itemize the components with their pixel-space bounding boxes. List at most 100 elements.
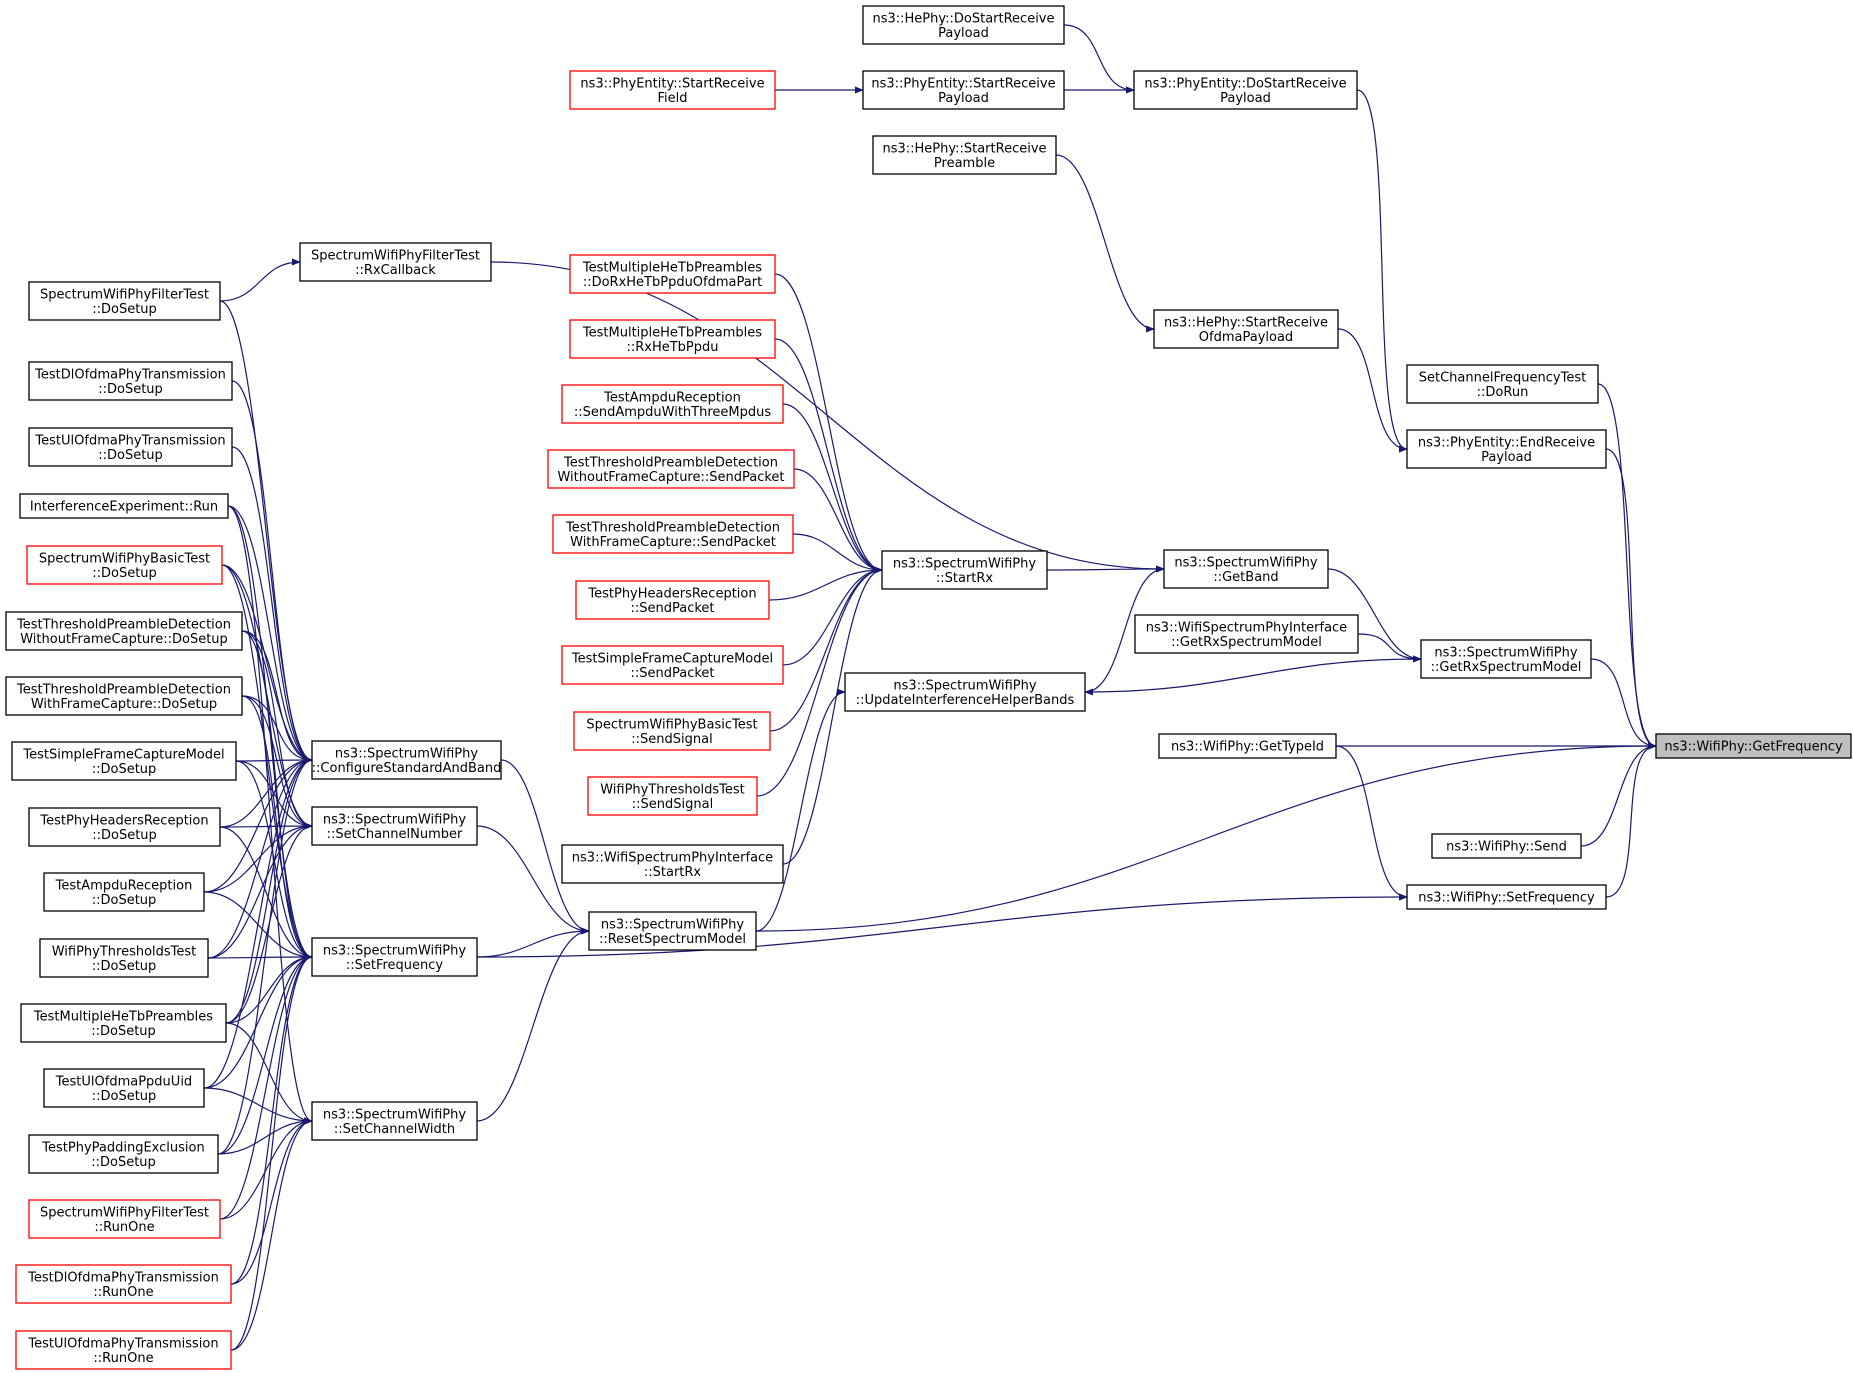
graph-node-t_tpdw_send[interactable]: TestThresholdPreambleDetectionWithFrameC…: [552, 514, 794, 554]
graph-node-chanfreq[interactable]: SetChannelFrequencyTest::DoRun: [1406, 364, 1599, 404]
graph-node-l_tpdw_dosetup[interactable]: TestThresholdPreambleDetectionWithFrameC…: [5, 676, 243, 716]
graph-node-l_tul_dosetup[interactable]: TestUlOfdmaPhyTransmission::DoSetup: [28, 427, 233, 467]
graph-node-l_phr_dosetup[interactable]: TestPhyHeadersReception::DoSetup: [28, 807, 221, 847]
graph-node-t_swpb_sendsig[interactable]: SpectrumWifiPhyBasicTest::SendSignal: [573, 711, 771, 751]
graph-node-l_tppe_dosetup[interactable]: TestPhyPaddingExclusion::DoSetup: [28, 1134, 219, 1174]
graph-node-send[interactable]: ns3::WifiPhy::Send: [1431, 833, 1582, 859]
graph-node-getfreq: ns3::WifiPhy::GetFrequency: [1655, 733, 1852, 759]
node-label-line: ns3::SpectrumWifiPhy: [323, 943, 466, 958]
node-layer: ns3::WifiPhy::GetFrequency SetChannelFreq…: [5, 5, 1852, 1370]
node-box: [569, 254, 776, 294]
call-edge-getband-to-getrxsm: [1327, 568, 1422, 663]
graph-node-gettypeid[interactable]: ns3::WifiPhy::GetTypeId: [1158, 733, 1337, 759]
graph-node-startrx[interactable]: ns3::SpectrumWifiPhy::StartRx: [881, 550, 1048, 590]
node-label-line: ::DoSetup: [91, 1024, 156, 1039]
graph-node-swpft_rxcb[interactable]: SpectrumWifiPhyFilterTest::RxCallback: [299, 242, 492, 282]
node-box: [547, 449, 795, 489]
graph-node-wspigetrx[interactable]: ns3::WifiSpectrumPhyInterface::GetRxSpec…: [1134, 614, 1359, 654]
node-label-line: ns3::WifiSpectrumPhyInterface: [572, 850, 773, 865]
node-label-line: ::DoSetup: [91, 1155, 156, 1170]
graph-node-getband[interactable]: ns3::SpectrumWifiPhy::GetBand: [1163, 549, 1329, 589]
graph-node-setfreqs[interactable]: ns3::SpectrumWifiPhy::SetFrequency: [311, 937, 478, 977]
graph-node-l_tdl_dosetup[interactable]: TestDlOfdmaPhyTransmission::DoSetup: [28, 361, 233, 401]
node-box: [311, 806, 478, 846]
node-label-line: TestDlOfdmaPhyTransmission: [27, 1270, 219, 1285]
graph-node-t_tpdwo_send[interactable]: TestThresholdPreambleDetectionWithoutFra…: [547, 449, 795, 489]
graph-node-l_swpft_dosetup[interactable]: SpectrumWifiPhyFilterTest::DoSetup: [28, 281, 221, 321]
node-label-line: WithFrameCapture::DoSetup: [31, 697, 217, 712]
node-label-line: ns3::SpectrumWifiPhy: [893, 556, 1036, 571]
graph-node-setchwidth[interactable]: ns3::SpectrumWifiPhy::SetChannelWidth: [311, 1101, 478, 1141]
node-label-line: SpectrumWifiPhyBasicTest: [39, 551, 210, 566]
node-label-line: ::GetRxSpectrumModel: [1431, 660, 1582, 675]
node-label-line: ns3::SpectrumWifiPhy: [601, 917, 744, 932]
call-edge-l_tpdw_dosetup-to-setfreqs: [241, 695, 313, 961]
graph-node-l_swpft_runone[interactable]: SpectrumWifiPhyFilterTest::RunOne: [28, 1199, 221, 1239]
graph-node-l_tul_runone[interactable]: TestUlOfdmaPhyTransmission::RunOne: [15, 1330, 232, 1370]
node-label-line: ::StartRx: [644, 865, 702, 880]
graph-node-updint[interactable]: ns3::SpectrumWifiPhy::UpdateInterference…: [844, 672, 1086, 712]
call-edge-l_tppe_dosetup-to-setfreqs: [217, 953, 313, 1155]
node-label-line: ns3::SpectrumWifiPhy: [323, 812, 466, 827]
call-edge-wspigetrx-to-getrxsm: [1357, 633, 1422, 663]
call-edge-l_tulppdu_dosetup-to-setchwidth: [203, 1087, 313, 1125]
node-label-line: TestDlOfdmaPhyTransmission: [34, 367, 226, 382]
node-box: [588, 911, 757, 951]
graph-node-l_tpdwo_dosetup[interactable]: TestThresholdPreambleDetectionWithoutFra…: [5, 611, 243, 651]
node-label-line: SetChannelFrequencyTest: [1419, 370, 1586, 385]
graph-node-configstd[interactable]: ns3::SpectrumWifiPhy::ConfigureStandardA…: [311, 740, 502, 780]
graph-node-l_ampdu_dosetup[interactable]: TestAmpduReception::DoSetup: [43, 872, 205, 912]
node-label-line: TestSimpleFrameCaptureModel: [22, 747, 224, 762]
graph-node-getrxsm[interactable]: ns3::SpectrumWifiPhy::GetRxSpectrumModel: [1420, 639, 1592, 679]
graph-node-resetsm[interactable]: ns3::SpectrumWifiPhy::ResetSpectrumModel: [588, 911, 757, 951]
node-box: [28, 361, 233, 401]
node-label-line: ::UpdateInterferenceHelperBands: [856, 693, 1075, 708]
graph-node-setfreqwp[interactable]: ns3::WifiPhy::SetFrequency: [1406, 884, 1607, 910]
call-edge-l_interf-to-configstd: [227, 505, 313, 764]
graph-node-t_dorxhetb[interactable]: TestMultipleHeTbPreambles::DoRxHeTbPpduO…: [569, 254, 776, 294]
graph-node-l_wpt_dosetup[interactable]: WifiPhyThresholdsTest::DoSetup: [39, 938, 209, 978]
call-edge-setfreqs-to-setfreqwp: [476, 893, 1408, 958]
graph-node-t_rxhetb[interactable]: TestMultipleHeTbPreambles::RxHeTbPpdu: [569, 319, 776, 359]
graph-node-l_swpbt_dosetup[interactable]: SpectrumWifiPhyBasicTest::DoSetup: [26, 545, 223, 585]
graph-node-l_tulppdu_dosetup[interactable]: TestUlOfdmaPpduUid::DoSetup: [43, 1068, 205, 1108]
graph-node-wspistartrx[interactable]: ns3::WifiSpectrumPhyInterface::StartRx: [561, 844, 784, 884]
call-edge-l_tul_runone-to-setfreqs: [230, 953, 313, 1351]
graph-node-t_sfcm_send[interactable]: TestSimpleFrameCaptureModel::SendPacket: [561, 645, 784, 685]
node-box: [844, 672, 1086, 712]
node-label-line: ns3::SpectrumWifiPhy: [1434, 645, 1577, 660]
node-label-line: TestUlOfdmaPhyTransmission: [27, 1336, 218, 1351]
node-box: [569, 70, 776, 110]
node-label-line: Field: [657, 91, 687, 106]
call-edge-pedostart-to-endrecv: [1356, 89, 1408, 453]
node-box: [561, 645, 784, 685]
node-label-line: ::RxCallback: [355, 263, 436, 278]
call-edge-gettypeid-to-setfreqwp: [1335, 745, 1408, 901]
node-label-line: ::DoSetup: [98, 448, 163, 463]
call-edge-setchnum-to-resetsm: [476, 825, 590, 935]
node-label-line: ::DoSetup: [92, 762, 157, 777]
node-label-line: ::SendPacket: [630, 601, 714, 616]
graph-node-l_sfcm_dosetup[interactable]: TestSimpleFrameCaptureModel::DoSetup: [11, 741, 237, 781]
call-edge-l_interf-to-setfreqs: [227, 505, 313, 961]
graph-node-l_interf[interactable]: InterferenceExperiment::Run: [19, 493, 229, 519]
node-label-line: TestMultipleHeTbPreambles: [33, 1009, 213, 1024]
graph-node-t_wpt_sendsig[interactable]: WifiPhyThresholdsTest::SendSignal: [587, 776, 758, 816]
node-box: [26, 545, 223, 585]
graph-node-t_phr_send[interactable]: TestPhyHeadersReception::SendPacket: [575, 580, 770, 620]
node-label-line: ns3::SpectrumWifiPhy: [323, 1107, 466, 1122]
node-label-line: ::GetBand: [1213, 570, 1278, 585]
node-label-line: Payload: [938, 91, 989, 106]
graph-node-t_sendampdu[interactable]: TestAmpduReception::SendAmpduWithThreeMp…: [561, 384, 784, 424]
graph-node-l_tmhtp_dosetup[interactable]: TestMultipleHeTbPreambles::DoSetup: [20, 1003, 227, 1043]
graph-node-l_tdl_runone[interactable]: TestDlOfdmaPhyTransmission::RunOne: [15, 1264, 232, 1304]
node-box: [15, 1264, 232, 1304]
graph-node-setchnum[interactable]: ns3::SpectrumWifiPhy::SetChannelNumber: [311, 806, 478, 846]
